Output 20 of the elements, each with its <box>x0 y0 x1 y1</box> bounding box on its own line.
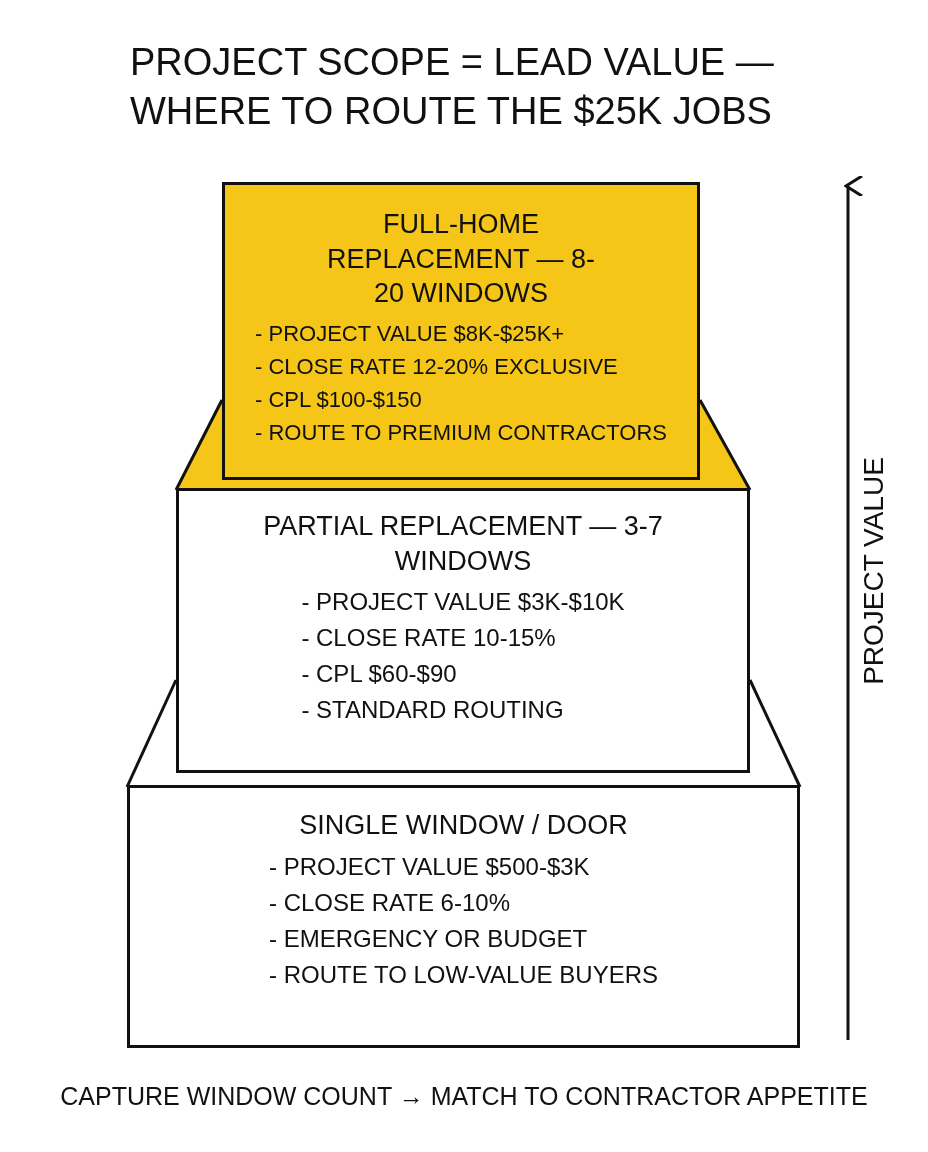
tier-heading: SINGLE WINDOW / DOOR <box>299 809 628 842</box>
tier-bullet: - CLOSE RATE 6-10% <box>269 887 510 918</box>
tier-heading: PARTIAL REPLACEMENT — 3-7 WINDOWS <box>262 510 664 578</box>
tier-bullet: - CLOSE RATE 10-15% <box>301 623 556 654</box>
tier-bullet: - STANDARD ROUTING <box>301 695 564 726</box>
tier-heading: FULL-HOME REPLACEMENT — 8-20 WINDOWS <box>325 208 597 311</box>
tier-bullet: - PROJECT VALUE $3K-$10K <box>301 587 625 618</box>
tier-bullet: - CPL $60-$90 <box>301 659 457 690</box>
footer-note: CAPTURE WINDOW COUNT → MATCH TO CONTRACTOR APPETITE <box>59 1082 869 1111</box>
tier-bullet: - PROJECT VALUE $8K-$25K+ <box>255 319 565 348</box>
tier-bullet: - ROUTE TO PREMIUM CONTRACTORS <box>255 418 667 447</box>
tier-box <box>176 488 750 773</box>
tier-bullet: - PROJECT VALUE $500-$3K <box>269 851 590 882</box>
diagram-title: PROJECT SCOPE = LEAD VALUE — WHERE TO ROUTE THE $25K JOBS <box>129 40 775 135</box>
tier-box <box>127 785 800 1048</box>
tier-bullet: - CLOSE RATE 12-20% EXCLUSIVE <box>255 352 618 381</box>
axis-label: PROJECT VALUE <box>857 457 890 685</box>
tier-bullet: - EMERGENCY OR BUDGET <box>269 923 588 954</box>
tier-bullet: - CPL $100-$150 <box>255 385 422 414</box>
tier-bullet: - ROUTE TO LOW-VALUE BUYERS <box>269 959 658 990</box>
